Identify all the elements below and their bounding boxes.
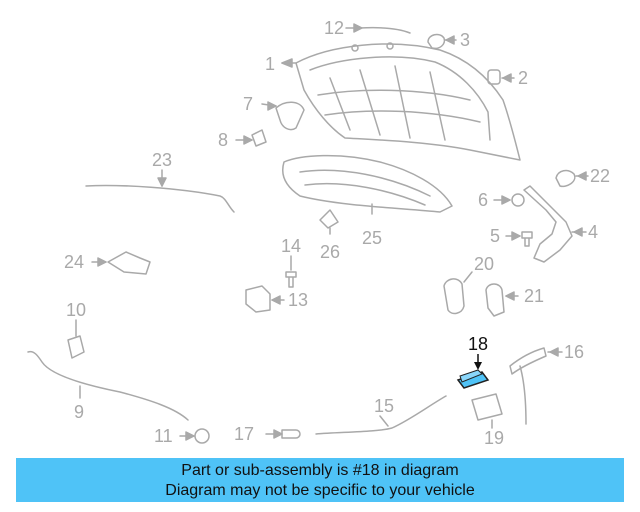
hinge-bracket bbox=[245, 285, 271, 313]
callout-10: 10 bbox=[66, 300, 86, 320]
latch bbox=[67, 335, 85, 359]
grommet bbox=[555, 169, 576, 188]
bolt bbox=[521, 231, 533, 247]
cable-bracket bbox=[509, 347, 547, 425]
banner-line-2: Diagram may not be specific to your vehi… bbox=[165, 482, 475, 499]
callout-23: 23 bbox=[152, 150, 172, 170]
callout-19: 19 bbox=[484, 428, 504, 448]
callout-9: 9 bbox=[74, 402, 84, 422]
callout-26: 26 bbox=[320, 242, 340, 262]
callout-6: 6 bbox=[478, 190, 488, 210]
bumper-stop bbox=[427, 33, 446, 50]
callout-4: 4 bbox=[588, 222, 598, 242]
cable-handle bbox=[281, 429, 301, 439]
callout-1: 1 bbox=[265, 54, 275, 74]
callout-8: 8 bbox=[218, 130, 228, 150]
callout-5: 5 bbox=[490, 226, 500, 246]
callout-13: 13 bbox=[288, 290, 308, 310]
callout-21: 21 bbox=[524, 286, 544, 306]
callout-24: 24 bbox=[64, 252, 84, 272]
callout-12: 12 bbox=[324, 18, 344, 38]
hood-hinge bbox=[523, 185, 573, 263]
callout-20: 20 bbox=[474, 254, 494, 274]
weatherstrip bbox=[359, 26, 411, 34]
release-lever bbox=[443, 278, 465, 315]
nut-flange bbox=[194, 428, 210, 444]
nut bbox=[511, 193, 525, 207]
callout-11: 11 bbox=[154, 426, 173, 446]
info-banner: Part or sub-assembly is #18 in diagram D… bbox=[16, 458, 624, 502]
bracket-plate bbox=[471, 393, 503, 421]
callout-7: 7 bbox=[243, 94, 253, 114]
callout-16: 16 bbox=[564, 342, 584, 362]
latch-cover bbox=[319, 209, 339, 229]
callout-17: 17 bbox=[234, 424, 254, 444]
prop-rod bbox=[85, 184, 235, 213]
rubber-stop bbox=[487, 69, 501, 85]
exploded-parts-diagram: 1 2 3 4 5 6 7 8 9 10 11 12 13 14 15 16 1… bbox=[27, 18, 610, 448]
release-rod bbox=[27, 350, 189, 421]
hood-panel bbox=[295, 42, 521, 161]
callout-3: 3 bbox=[460, 30, 470, 50]
highlighted-part-18 bbox=[456, 354, 490, 389]
callout-2: 2 bbox=[518, 68, 528, 88]
release-cable bbox=[315, 395, 447, 435]
callout-25: 25 bbox=[362, 228, 382, 248]
callout-15: 15 bbox=[374, 396, 394, 416]
release-handle bbox=[485, 283, 505, 317]
banner-line-1: Part or sub-assembly is #18 in diagram bbox=[181, 462, 459, 479]
callout-18: 18 bbox=[468, 334, 488, 354]
clip bbox=[251, 129, 267, 147]
hood-insulator bbox=[281, 154, 453, 213]
bolt-small bbox=[285, 271, 297, 288]
bracket bbox=[275, 101, 305, 131]
callout-22: 22 bbox=[590, 166, 610, 186]
callout-14: 14 bbox=[281, 236, 301, 256]
striker-bracket bbox=[107, 251, 151, 275]
